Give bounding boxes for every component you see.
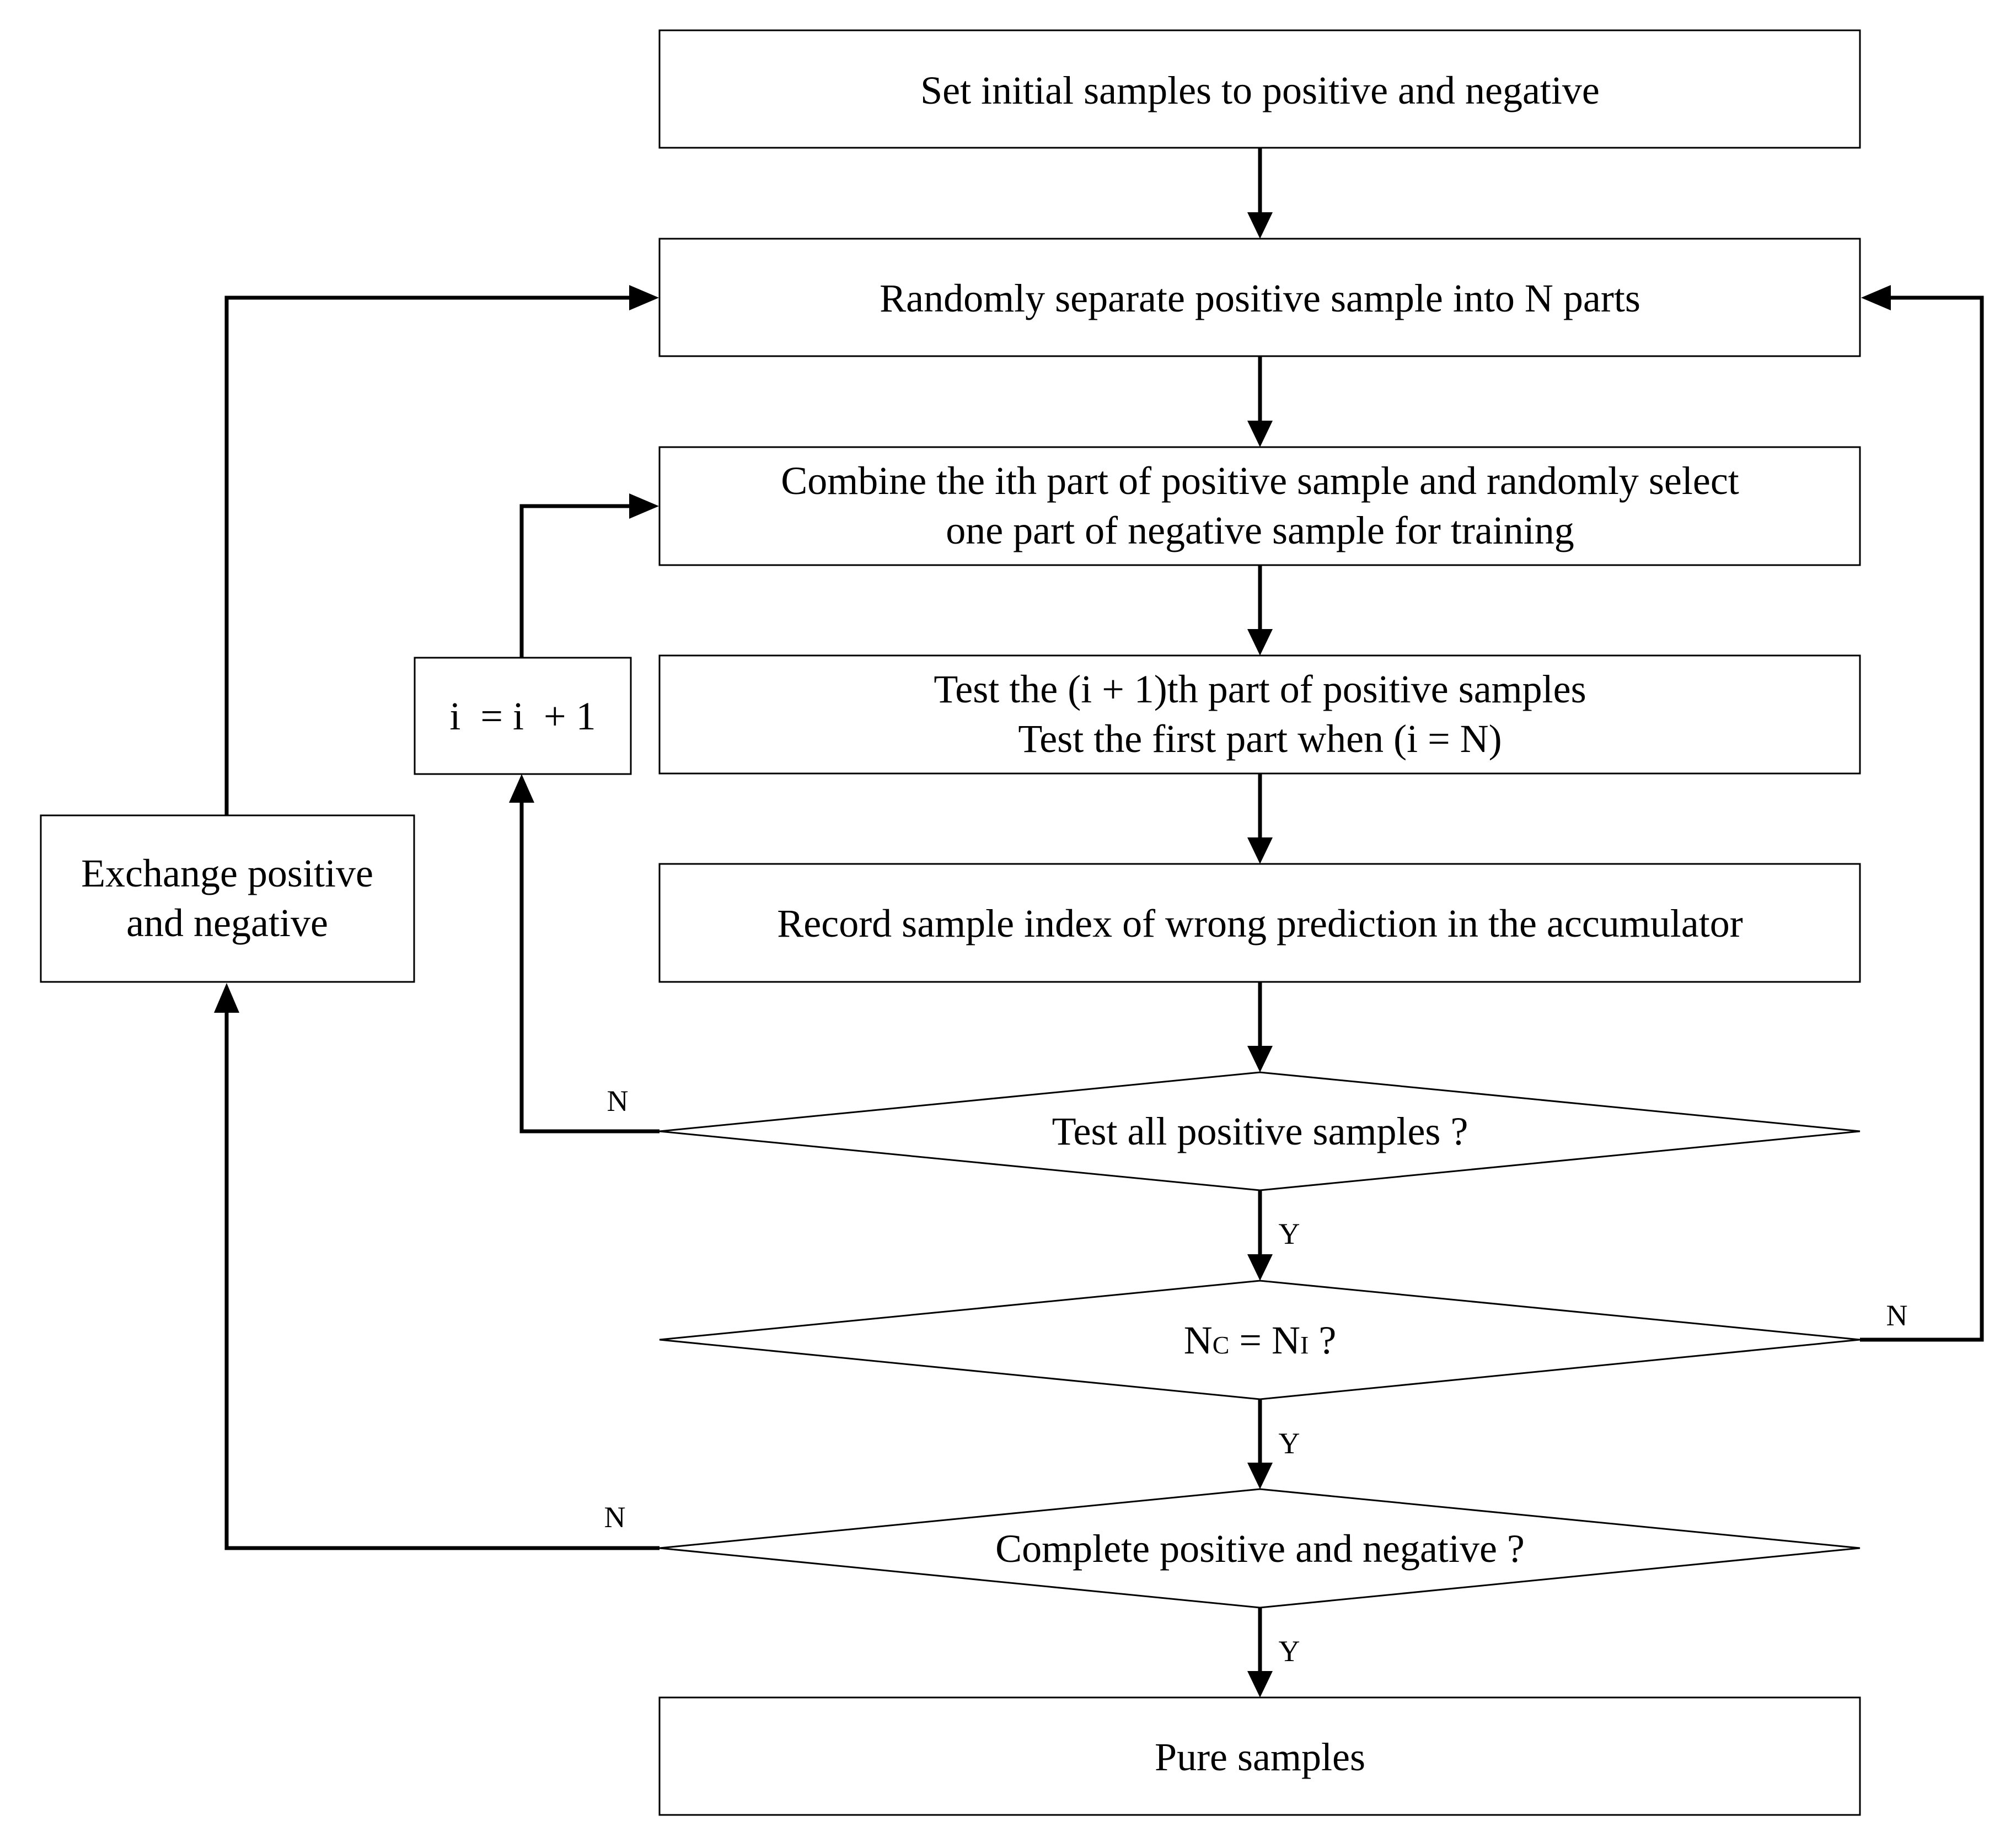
node-randomly-separate: Randomly separate positive sample into N…: [658, 238, 1861, 357]
arrow-separate-to-combine: [1247, 356, 1273, 447]
arrow-test-part-to-record: [1247, 773, 1273, 864]
label-complete-no: N: [604, 1501, 626, 1534]
arrow-combine-to-test-part: [1247, 565, 1273, 656]
arrow-nc-no: [1860, 285, 1984, 1342]
label-nc-no: N: [1886, 1299, 1908, 1332]
node-increment-text: i = i + 1: [449, 694, 596, 738]
decision-complete: Complete positive and negative ?: [659, 1488, 1860, 1609]
node-test-part-text-line1: Test the (i + 1)th part of positive samp…: [934, 667, 1586, 711]
node-combine: Combine the ith part of positive sample …: [658, 446, 1861, 566]
connectors: [214, 148, 1984, 1697]
arrow-set-to-separate: [1247, 148, 1273, 239]
label-nc-yes: Y: [1279, 1427, 1300, 1460]
node-record-text: Record sample index of wrong prediction …: [777, 901, 1742, 946]
decision-complete-text: Complete positive and negative ?: [995, 1527, 1525, 1571]
label-test-all-yes: Y: [1279, 1217, 1300, 1250]
arrow-test-all-yes: [1247, 1190, 1273, 1281]
arrow-test-all-no: [509, 774, 660, 1133]
node-test-part-text-line2: Test the first part when (i = N): [1018, 717, 1502, 761]
decision-nc-eq-ni: NC = NI ?: [659, 1280, 1860, 1400]
arrow-nc-yes: [1247, 1399, 1273, 1489]
arrow-exchange-to-separate: [224, 285, 659, 815]
label-test-all-no: N: [607, 1084, 629, 1118]
node-exchange-text-line2: and negative: [126, 901, 328, 945]
node-increment: i = i + 1: [414, 657, 632, 775]
node-record: Record sample index of wrong prediction …: [658, 863, 1861, 983]
arrow-record-to-test-all: [1247, 982, 1273, 1072]
decision-test-all: Test all positive samples ?: [659, 1071, 1860, 1191]
node-pure-text: Pure samples: [1155, 1735, 1365, 1779]
node-randomly-separate-text: Randomly separate positive sample into N…: [880, 276, 1640, 320]
arrow-complete-no: [214, 983, 660, 1550]
node-test-part: Test the (i + 1)th part of positive samp…: [658, 654, 1861, 775]
decision-test-all-text: Test all positive samples ?: [1052, 1109, 1468, 1153]
node-set-initial-text: Set initial samples to positive and nega…: [920, 68, 1600, 112]
node-combine-text-line1: Combine the ith part of positive sample …: [781, 459, 1739, 503]
node-exchange-text-line1: Exchange positive: [81, 851, 373, 895]
node-exchange: Exchange positive and negative: [40, 814, 415, 983]
label-complete-yes: Y: [1279, 1635, 1300, 1668]
decision-nc-eq-ni-text: NC = NI ?: [1184, 1318, 1337, 1362]
arrow-complete-yes: [1247, 1608, 1273, 1697]
node-pure: Pure samples: [658, 1696, 1861, 1816]
node-set-initial: Set initial samples to positive and nega…: [658, 29, 1861, 149]
node-combine-text-line2: one part of negative sample for training: [946, 508, 1574, 552]
arrow-increment-to-combine: [519, 493, 659, 658]
